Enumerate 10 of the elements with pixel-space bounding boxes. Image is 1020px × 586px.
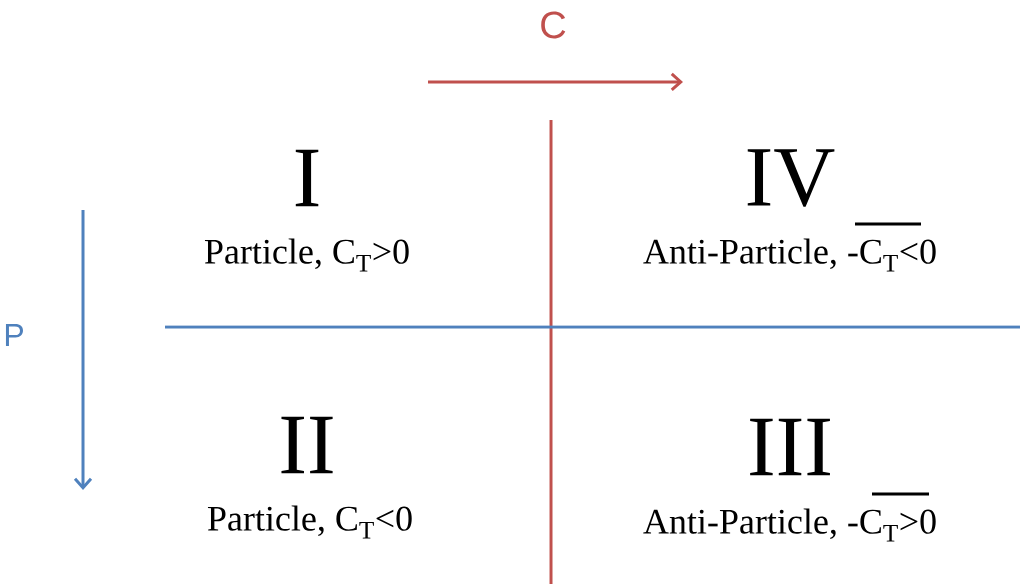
quadrant-label: Anti-Particle, -C$_{T}$<0 <box>643 238 936 272</box>
quadrant-label: Particle, C$_{T}$>0 <box>204 238 409 272</box>
quadrant-label: II <box>281 416 333 474</box>
quadrant-label: Particle, C$_{T}$<0 <box>207 505 412 539</box>
axis-label: C <box>541 11 566 39</box>
quadrant-label: IV <box>747 149 835 207</box>
quadrant-label: Anti-Particle, -C$_{T}$>0 <box>643 508 936 542</box>
quadrant-label: I <box>295 149 319 207</box>
quadrant-label: III <box>750 418 830 476</box>
axis-label: P <box>5 324 23 346</box>
